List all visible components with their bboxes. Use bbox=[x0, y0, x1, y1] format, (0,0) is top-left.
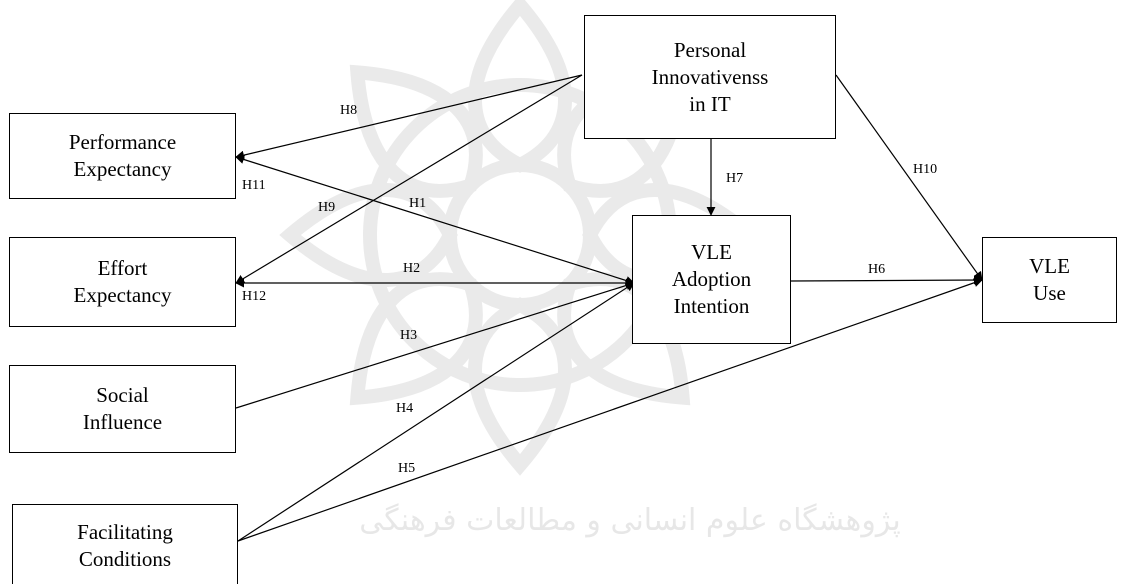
edge-label-h8: H8 bbox=[340, 103, 358, 118]
node-label: Effort Expectancy bbox=[73, 256, 172, 307]
node-label: Facilitating Conditions bbox=[77, 520, 173, 571]
edge-h9 bbox=[235, 74, 583, 284]
node-personal-innovativeness: Personal Innovativenss in IT bbox=[584, 15, 836, 139]
node-performance-expectancy: Performance Expectancy bbox=[9, 113, 236, 199]
edge-label-h10: H10 bbox=[913, 162, 938, 177]
edge-h8 bbox=[235, 74, 583, 160]
node-effort-expectancy: Effort Expectancy bbox=[9, 237, 236, 327]
edge-label-h9: H9 bbox=[318, 200, 336, 215]
edge-h4 bbox=[237, 282, 635, 542]
edge-label-h12: H12 bbox=[242, 289, 267, 304]
edge-h1-h11 bbox=[235, 155, 635, 285]
edge-h5 bbox=[237, 278, 983, 542]
node-label: Personal Innovativenss in IT bbox=[651, 37, 769, 116]
edge-label-h7: H7 bbox=[726, 171, 744, 186]
edge-label-h11: H11 bbox=[242, 178, 266, 193]
edge-label-h5: H5 bbox=[398, 461, 416, 476]
node-label: Performance Expectancy bbox=[68, 130, 177, 181]
node-facilitating-conditions: Facilitating Conditions bbox=[12, 504, 238, 584]
watermark-text: پژوهشگاه علوم انسانی و مطالعات فرهنگی bbox=[359, 503, 901, 538]
edge-h6 bbox=[790, 275, 983, 285]
edge-h3 bbox=[235, 281, 635, 409]
node-vle-use: VLE Use bbox=[982, 237, 1117, 323]
node-social-influence: Social Influence bbox=[9, 365, 236, 453]
node-label: VLE Adoption Intention bbox=[671, 240, 752, 318]
edge-label-h6: H6 bbox=[868, 262, 886, 277]
edge-label-h2: H2 bbox=[403, 261, 421, 276]
node-label: Social Influence bbox=[82, 383, 163, 434]
edge-label-h4: H4 bbox=[396, 401, 414, 416]
edge-label-h3: H3 bbox=[400, 328, 418, 343]
node-vle-adoption-intention: VLE Adoption Intention bbox=[632, 215, 791, 344]
node-label: VLE Use bbox=[1029, 254, 1070, 305]
edge-h10 bbox=[835, 74, 983, 281]
edge-label-h1: H1 bbox=[409, 196, 427, 211]
